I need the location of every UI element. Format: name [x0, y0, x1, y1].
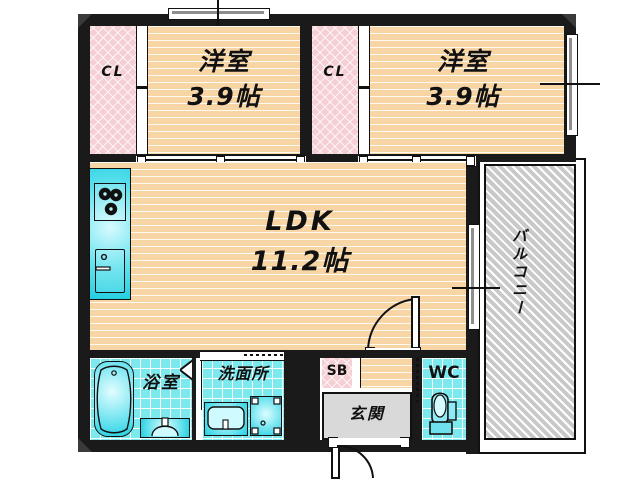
hall-floor-strip	[361, 358, 413, 388]
bedroom-left-window-center-mark	[217, 0, 219, 26]
bedroom-right-floor	[370, 26, 564, 154]
bedroom-left-window[interactable]	[168, 8, 270, 20]
genkan-floor	[322, 392, 412, 440]
partition-wall-bath-washroom	[192, 358, 196, 440]
balcony-surface	[484, 164, 576, 440]
sliding-right-jamb-c	[466, 156, 475, 166]
kitchen-counter	[89, 168, 131, 300]
bedroom-right-window-center-mark	[540, 83, 600, 85]
bathtub-inner-icon	[96, 365, 132, 434]
bath-basin-icon	[151, 417, 179, 437]
entrance-door-jamb-b	[400, 437, 410, 448]
bedroom-right-size: 3.9帖	[426, 82, 500, 111]
closet-left-door-panel[interactable]	[136, 26, 148, 154]
corner-bevel-bottom-left	[78, 438, 92, 452]
ldk-size: 11.2帖	[250, 246, 350, 277]
partition-wall-bedrooms	[300, 14, 312, 160]
washroom-label: 洗面所	[217, 364, 269, 383]
bedroom-right-window[interactable]	[566, 34, 578, 136]
closet-right-area	[312, 26, 358, 154]
ldk-balcony-window[interactable]	[468, 224, 480, 330]
kitchen-faucet-icon	[95, 253, 111, 271]
corner-bevel-top-right	[562, 14, 576, 28]
vanity-basin-icon	[207, 406, 245, 430]
ldk-balcony-window-center-mark	[452, 287, 500, 289]
closet-left-label: CL	[101, 64, 125, 80]
partition-wall-washroom-genkan	[284, 350, 320, 452]
toilet-door[interactable]	[416, 358, 419, 402]
kitchen-sink	[95, 249, 125, 293]
bedroom-left-floor	[148, 26, 300, 154]
closet-left-area	[90, 26, 136, 154]
bedroom-left-label: 洋室	[197, 47, 250, 76]
corner-bevel-top-left	[78, 14, 92, 28]
ldk-floor	[90, 162, 466, 350]
partition-wall-bedroom-ldk	[78, 154, 576, 162]
closet-left-door-mullion	[137, 86, 148, 89]
bedroom-left-size: 3.9帖	[187, 82, 261, 111]
bedroom-right-label: 洋室	[436, 47, 489, 76]
genkan-label: 玄関	[348, 404, 385, 423]
washroom-door[interactable]	[200, 351, 288, 361]
washer-pan-icon	[251, 397, 281, 435]
toilet-unit	[429, 392, 457, 435]
exterior-wall-left	[78, 14, 90, 452]
ldk-label: LDK	[265, 206, 335, 237]
balcony-label: バルコニー	[510, 228, 528, 318]
closet-right-door-panel[interactable]	[358, 26, 370, 154]
shoebox-area	[322, 358, 352, 388]
shoebox-label: SB	[326, 363, 348, 379]
ldk-hall-door[interactable]	[365, 294, 421, 352]
bathroom-label: 浴室	[142, 373, 180, 393]
ldk-balcony-window-sash	[471, 228, 474, 324]
closet-right-label: CL	[323, 64, 347, 80]
entrance-door[interactable]	[330, 444, 408, 482]
closet-right-door-mullion	[359, 86, 370, 89]
stove-burners-icon	[98, 187, 123, 216]
shoebox-door-panel[interactable]	[352, 358, 361, 388]
entrance-threshold	[335, 438, 401, 445]
exterior-wall-top	[78, 14, 576, 26]
washroom-door-dashed	[244, 354, 286, 356]
toilet-label: WC	[428, 363, 460, 383]
